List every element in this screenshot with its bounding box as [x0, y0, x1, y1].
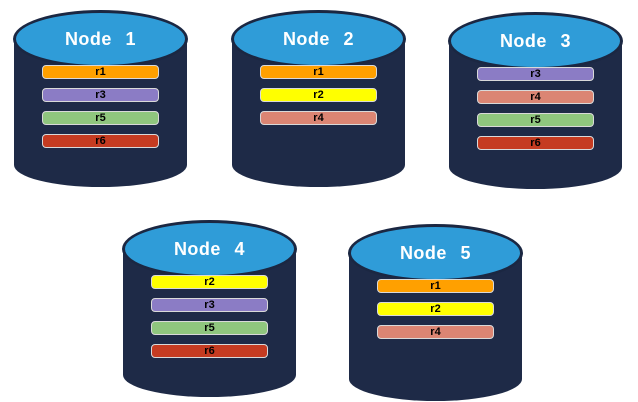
replica-bar-label: r1: [95, 65, 106, 78]
replica-list: r3 r4 r5 r6: [477, 67, 594, 150]
cylinder-top-ellipse: Node 1: [13, 10, 188, 68]
node-cylinder-4: Node 4 r2 r3 r5 r6: [122, 220, 297, 397]
replica-bar-label: r4: [313, 111, 324, 124]
replica-list: r1 r2 r4: [377, 279, 494, 339]
replica-bar-label: r2: [430, 302, 441, 315]
replica-bar-r2: r2: [260, 88, 377, 102]
replica-bar-r1: r1: [42, 65, 159, 79]
node-label: Node 3: [499, 30, 572, 51]
replica-bar-r3: r3: [42, 88, 159, 102]
cylinder-top-ellipse: Node 2: [231, 10, 406, 68]
replica-bar-label: r5: [530, 113, 541, 126]
node-cylinder-2: Node 2 r1 r2 r4: [231, 10, 406, 187]
node-label: Node 4: [173, 238, 246, 259]
replica-bar-r6: r6: [151, 344, 268, 358]
replica-bar-label: r3: [204, 298, 215, 311]
replica-bar-r6: r6: [477, 136, 594, 150]
replica-bar-r4: r4: [260, 111, 377, 125]
replica-bar-label: r4: [430, 325, 441, 338]
cylinder-top-ellipse: Node 3: [448, 12, 623, 70]
replica-list: r1 r3 r5 r6: [42, 65, 159, 148]
replica-bar-label: r3: [530, 67, 541, 80]
replica-bar-label: r1: [430, 279, 441, 292]
replica-bar-label: r2: [313, 88, 324, 101]
node-label: Node 2: [282, 28, 355, 49]
replica-bar-r1: r1: [260, 65, 377, 79]
replica-bar-label: r1: [313, 65, 324, 78]
replica-bar-label: r5: [95, 111, 106, 124]
node-label: Node 1: [64, 28, 137, 49]
node-cylinder-1: Node 1 r1 r3 r5 r6: [13, 10, 188, 187]
cylinder-top-ellipse: Node 4: [122, 220, 297, 278]
replica-bar-r2: r2: [151, 275, 268, 289]
cylinder-top-ellipse: Node 5: [348, 224, 523, 282]
node-cylinder-3: Node 3 r3 r4 r5 r6: [448, 12, 623, 189]
replica-bar-label: r3: [95, 88, 106, 101]
replica-list: r2 r3 r5 r6: [151, 275, 268, 358]
replica-bar-r5: r5: [477, 113, 594, 127]
replica-bar-r3: r3: [477, 67, 594, 81]
replica-bar-r4: r4: [377, 325, 494, 339]
replica-list: r1 r2 r4: [260, 65, 377, 125]
replica-bar-label: r2: [204, 275, 215, 288]
replica-bar-r3: r3: [151, 298, 268, 312]
replica-bar-label: r5: [204, 321, 215, 334]
replica-bar-r5: r5: [151, 321, 268, 335]
replica-bar-label: r4: [530, 90, 541, 103]
node-label: Node 5: [399, 242, 472, 263]
replica-bar-r5: r5: [42, 111, 159, 125]
node-cylinder-5: Node 5 r1 r2 r4: [348, 224, 523, 401]
replica-bar-r2: r2: [377, 302, 494, 316]
replica-bar-r1: r1: [377, 279, 494, 293]
replica-bar-r6: r6: [42, 134, 159, 148]
replica-bar-label: r6: [95, 134, 106, 147]
replica-bar-label: r6: [530, 136, 541, 149]
replica-bar-r4: r4: [477, 90, 594, 104]
replica-bar-label: r6: [204, 344, 215, 357]
